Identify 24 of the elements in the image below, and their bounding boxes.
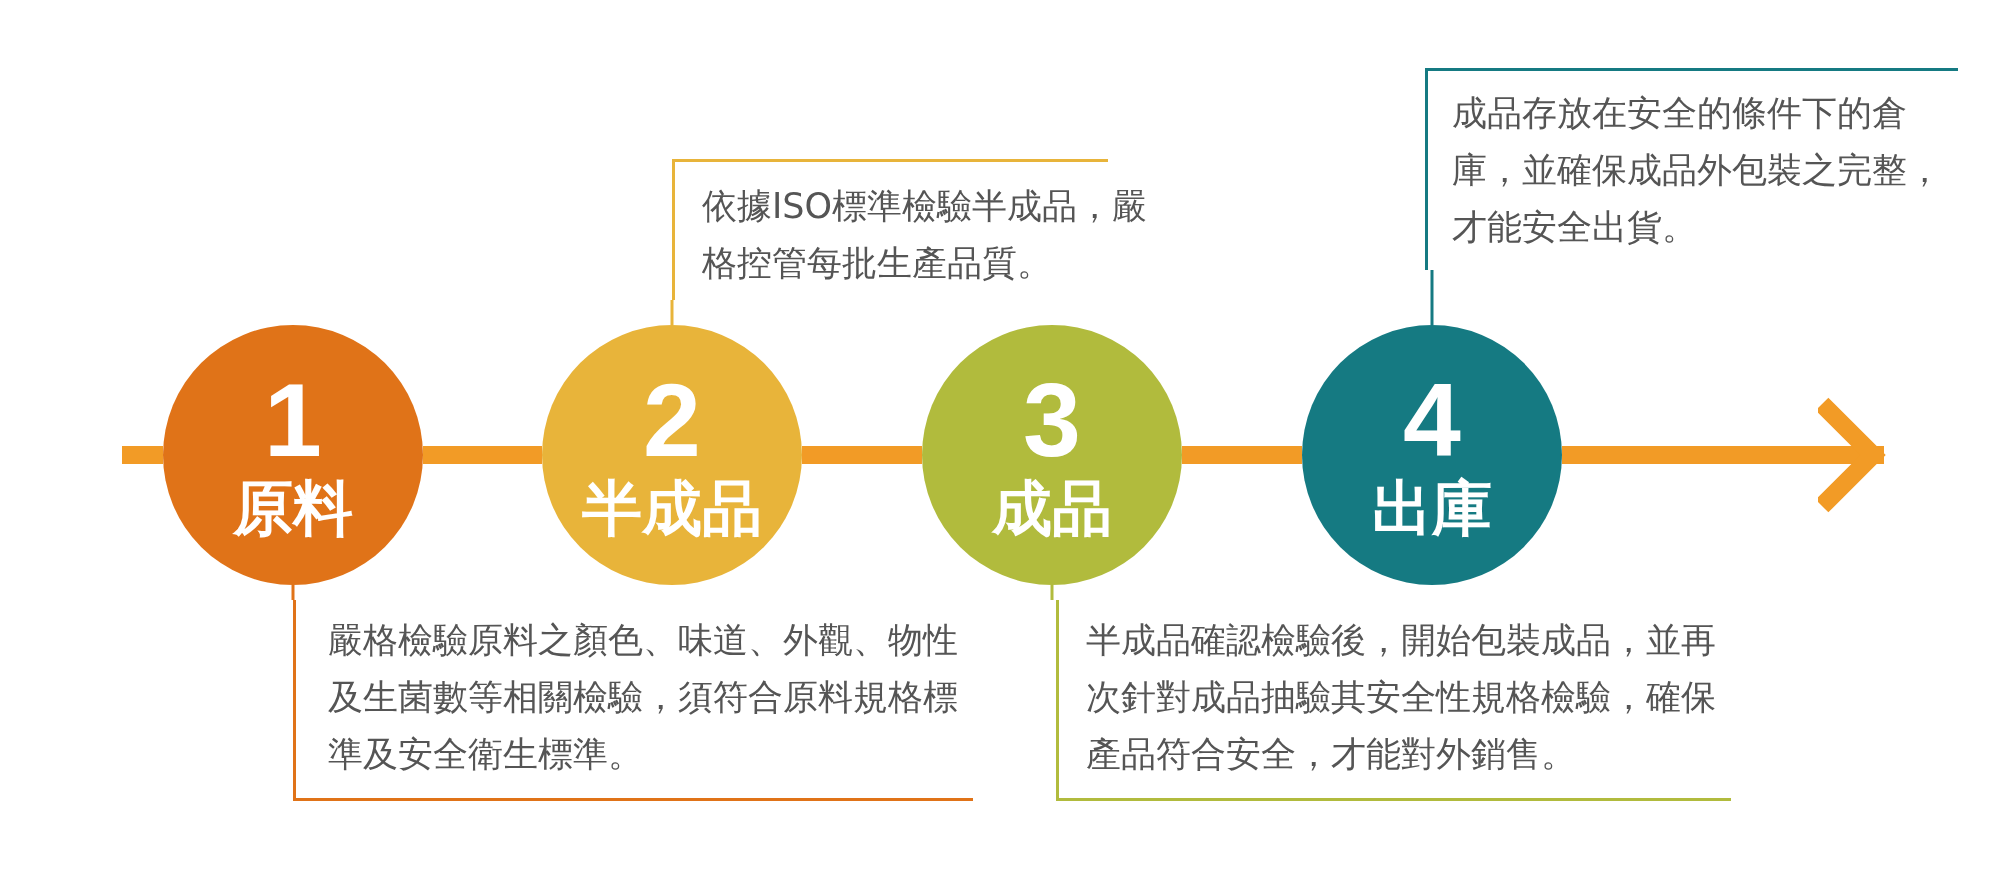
bracket-frame xyxy=(293,600,973,801)
description-text: 成品存放在安全的條件下的倉庫，並確保成品外包裝之完整，才能安全出貨。 xyxy=(1452,92,1943,249)
step-label: 原料 xyxy=(233,473,353,543)
description-text: 依據ISO標準檢驗半成品，嚴格控管每批生產品質。 xyxy=(702,185,1149,285)
timeline-line xyxy=(802,446,922,464)
timeline-line xyxy=(122,446,163,464)
step-label: 出庫 xyxy=(1372,473,1492,543)
bracket-frame xyxy=(1425,68,1958,270)
connector-line xyxy=(1050,585,1054,600)
connector-line xyxy=(291,585,295,600)
timeline-arrow xyxy=(1562,395,1884,515)
step-number: 2 xyxy=(643,367,701,472)
step-number: 3 xyxy=(1023,367,1081,472)
step-label: 半成品 xyxy=(582,473,762,543)
step-number: 4 xyxy=(1403,367,1461,472)
timeline-line xyxy=(423,446,542,464)
connector-line xyxy=(670,300,674,325)
connector-line xyxy=(1430,270,1434,325)
timeline-line xyxy=(1182,446,1302,464)
description-text: 半成品確認檢驗後，開始包裝成品，並再次針對成品抽驗其安全性規格檢驗，確保產品符合安全，才能對外銷售。 xyxy=(1086,619,1717,776)
step-number: 1 xyxy=(264,367,322,472)
bracket-frame xyxy=(1056,600,1731,801)
step-label: 成品 xyxy=(992,473,1112,543)
description-text: 嚴格檢驗原料之顏色、味道、外觀、物性及生菌數等相關檢驗，須符合原料規格標準及安全衛生標準。 xyxy=(328,619,959,776)
